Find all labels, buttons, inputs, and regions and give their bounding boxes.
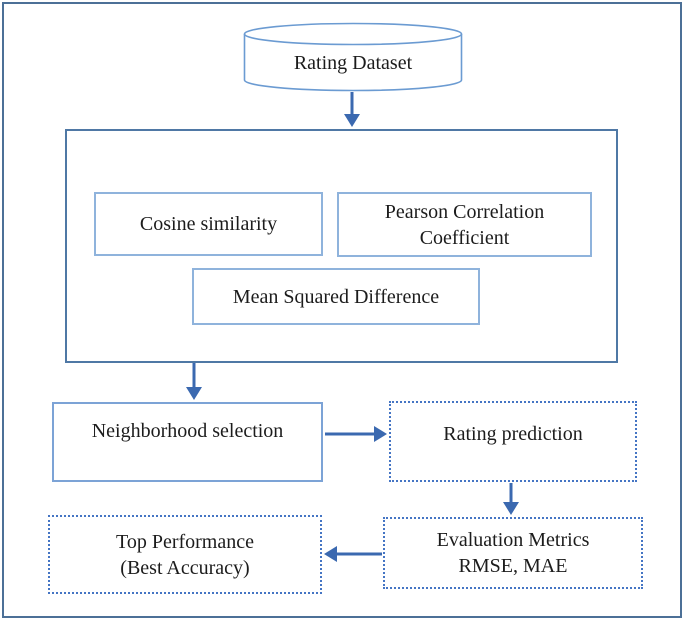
rating-prediction-label: Rating prediction (443, 422, 583, 445)
node-pearson-correlation: Pearson Correlation Coefficient (337, 192, 592, 257)
arrow-shaft (335, 552, 382, 555)
mean-squared-difference-label: Mean Squared Difference (232, 285, 440, 308)
cosine-similarity-label: Cosine similarity (139, 213, 278, 235)
arrow-shaft (509, 483, 512, 504)
node-cosine-similarity: Cosine similarity (94, 192, 323, 256)
pearson-label-line1: Pearson Correlation (384, 200, 545, 223)
neighborhood-selection-label: Neighborhood selection (91, 420, 284, 442)
node-rating-dataset: Rating Dataset (243, 22, 463, 92)
arrow-head-down-icon (502, 502, 519, 515)
arrow-dataset-to-similarity-group (343, 92, 360, 127)
node-rating-prediction: Rating prediction (389, 401, 637, 482)
outer-frame (2, 2, 682, 618)
node-top-performance: Top Performance (Best Accuracy) (48, 515, 322, 594)
arrow-head-left-icon (324, 545, 337, 562)
top-performance-label-line1: Top Performance (116, 530, 254, 553)
arrow-neighborhood-to-rating-prediction (325, 425, 387, 442)
arrow-group-to-neighborhood (185, 363, 202, 400)
evaluation-metrics-label-line2: RMSE, MAE (458, 555, 568, 577)
node-neighborhood-selection: Neighborhood selection (52, 402, 323, 482)
arrow-shaft (350, 92, 353, 116)
rating-dataset-label: Rating Dataset (293, 51, 413, 74)
arrow-head-down-icon (343, 114, 360, 127)
node-evaluation-metrics: Evaluation Metrics RMSE, MAE (383, 517, 643, 589)
evaluation-metrics-label-line1: Evaluation Metrics (436, 529, 590, 551)
top-performance-label-line2: (Best Accuracy) (120, 556, 250, 579)
arrow-shaft (325, 432, 376, 435)
arrow-evaluation-to-top-performance (324, 545, 382, 562)
node-mean-squared-difference: Mean Squared Difference (192, 268, 480, 325)
pearson-label-line2: Coefficient (419, 226, 510, 249)
arrow-rating-to-evaluation (502, 483, 519, 515)
arrow-head-down-icon (185, 387, 202, 400)
arrow-head-right-icon (374, 425, 387, 442)
arrow-shaft (192, 363, 195, 389)
cylinder-shape-icon (243, 22, 463, 92)
